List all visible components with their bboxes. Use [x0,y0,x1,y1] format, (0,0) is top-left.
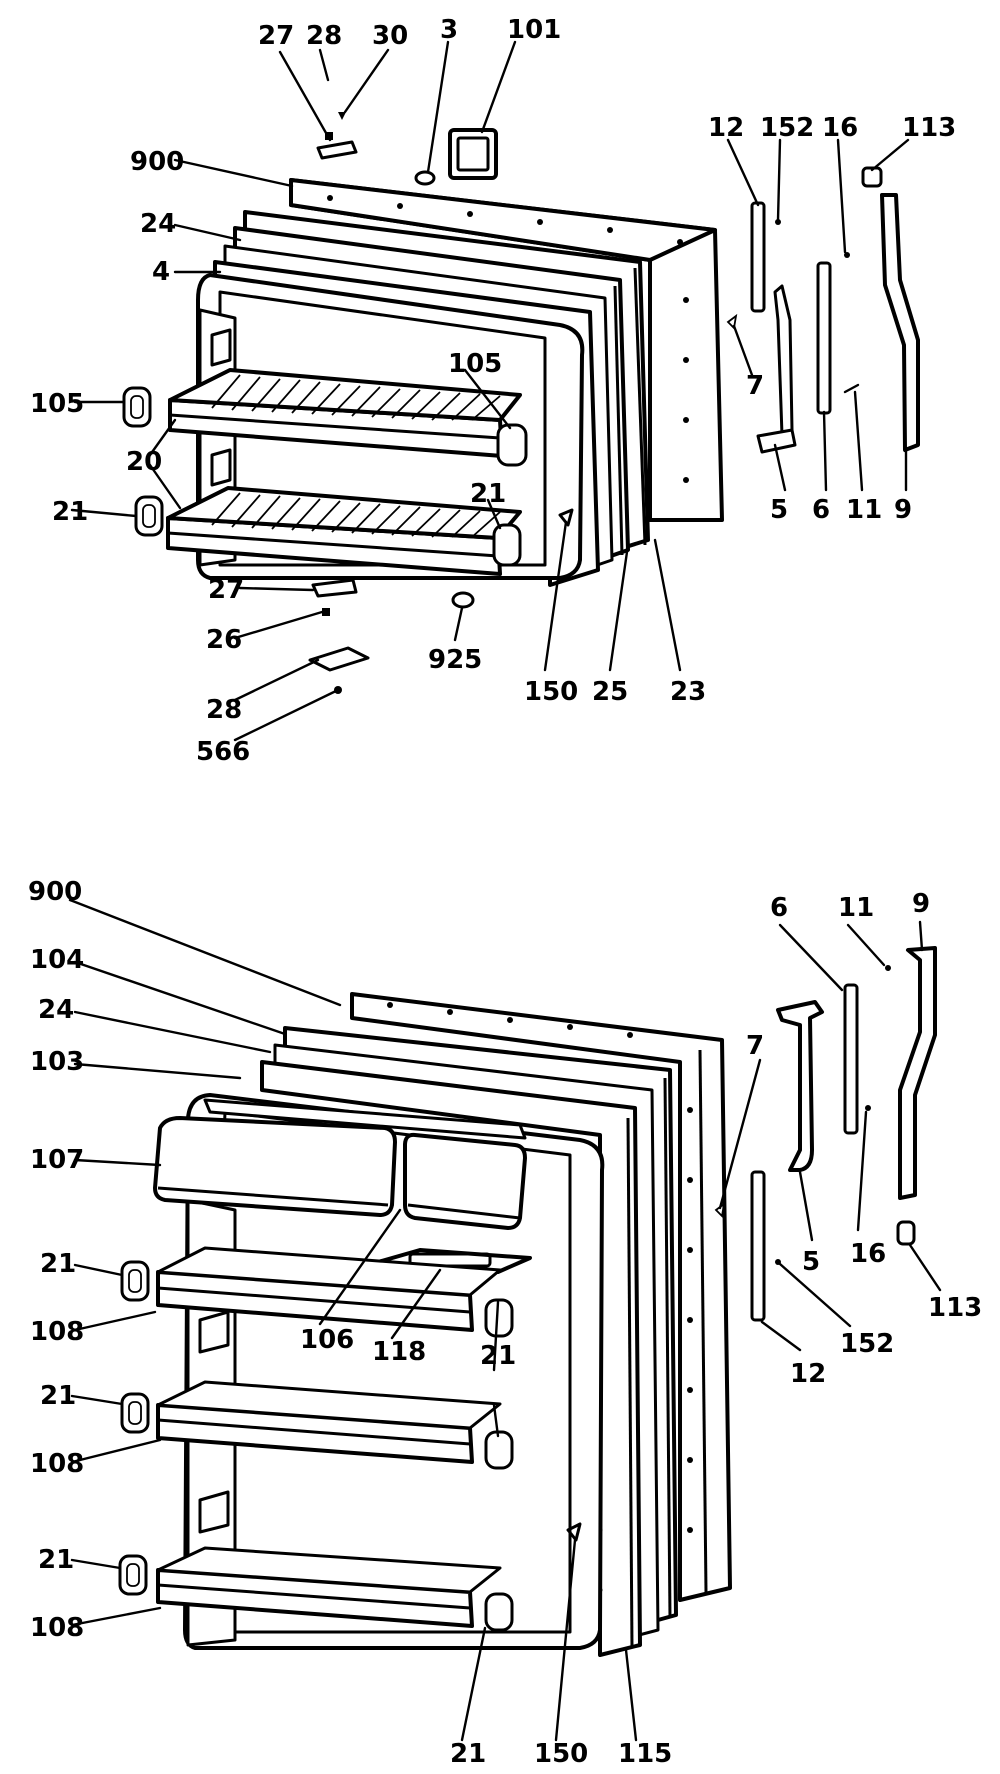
callout-27-bottom: 27 [208,575,244,605]
callout-115: 115 [618,1739,672,1769]
leader-lines-lower [68,898,942,1742]
callout-20: 20 [126,447,162,477]
callout-101: 101 [507,15,561,45]
callout-11-lower: 11 [838,893,874,923]
callout-7-upper: 7 [746,371,764,401]
small-parts-upper [308,112,574,694]
callout-105-right: 105 [448,349,502,379]
callout-113-lower: 113 [928,1293,982,1323]
handle-parts-lower [714,946,937,1322]
callout-16-lower: 16 [850,1239,886,1269]
callout-21-lower-3: 21 [38,1545,74,1575]
handle-parts-upper [726,166,920,454]
callout-104: 104 [30,945,84,975]
callout-150-lower: 150 [534,1739,588,1769]
callout-106: 106 [300,1325,354,1355]
callout-21-left: 21 [52,497,88,527]
callout-7-lower: 7 [746,1031,764,1061]
callout-152-upper: 152 [760,113,814,143]
shelf-end-caps-upper [122,386,528,567]
door-shelf-2 [156,1380,502,1464]
callout-21-right: 21 [470,479,506,509]
callout-9-lower: 9 [912,889,930,919]
callout-6-lower: 6 [770,893,788,923]
callout-27-top: 27 [258,21,294,51]
callout-21-lower-5: 21 [450,1739,486,1769]
lower-assembly: 900 104 24 103 107 21 108 21 108 21 108 … [28,877,982,1769]
callout-108-3: 108 [30,1613,84,1643]
outer-door-panel-lower [350,992,732,1602]
callout-24-upper: 24 [140,209,176,239]
callout-105-left: 105 [30,389,84,419]
callout-108-2: 108 [30,1449,84,1479]
callout-21-lower-2: 21 [40,1381,76,1411]
callout-25: 25 [592,677,628,707]
callout-28-bottom: 28 [206,695,242,725]
callout-107: 107 [30,1145,84,1175]
callout-24-lower: 24 [38,995,74,1025]
dairy-compartment-doors [153,1098,527,1230]
callout-26: 26 [206,625,242,655]
callout-5-upper: 5 [770,495,788,525]
callout-118: 118 [372,1337,426,1367]
callout-30: 30 [372,21,408,51]
callout-5-lower: 5 [802,1247,820,1277]
shelf-end-caps-lower [118,1260,582,1632]
outer-door-panel-upper [289,178,724,522]
callout-28-top: 28 [306,21,342,51]
callout-12-upper: 12 [708,113,744,143]
callout-3: 3 [440,15,458,45]
callout-9-upper: 9 [894,495,912,525]
upper-assembly: 27 28 30 3 101 900 24 4 105 105 20 21 21… [30,15,956,767]
upper-shelf-bottom [166,486,522,576]
callout-16-upper: 16 [822,113,858,143]
leader-lines-upper [70,40,910,742]
callout-900-lower: 900 [28,877,82,907]
callout-108-1: 108 [30,1317,84,1347]
callout-6-upper: 6 [812,495,830,525]
callout-900-upper: 900 [130,147,184,177]
door-shelf-1 [156,1246,502,1332]
callout-21-lower-1: 21 [40,1249,76,1279]
callout-566: 566 [196,737,250,767]
callout-103: 103 [30,1047,84,1077]
callout-925: 925 [428,645,482,675]
callout-12-lower: 12 [790,1359,826,1389]
callouts-upper: 27 28 30 3 101 900 24 4 105 105 20 21 21… [30,15,956,767]
callout-152-lower: 152 [840,1329,894,1359]
callout-11-upper: 11 [846,495,882,525]
callout-23: 23 [670,677,706,707]
door-frames-lower [260,1026,678,1657]
callout-150-upper: 150 [524,677,578,707]
door-shelf-3 [156,1546,502,1628]
callout-113-upper: 113 [902,113,956,143]
callouts-lower: 900 104 24 103 107 21 108 21 108 21 108 … [28,877,982,1769]
callout-4: 4 [152,257,170,287]
callout-21-lower-4: 21 [480,1341,516,1371]
